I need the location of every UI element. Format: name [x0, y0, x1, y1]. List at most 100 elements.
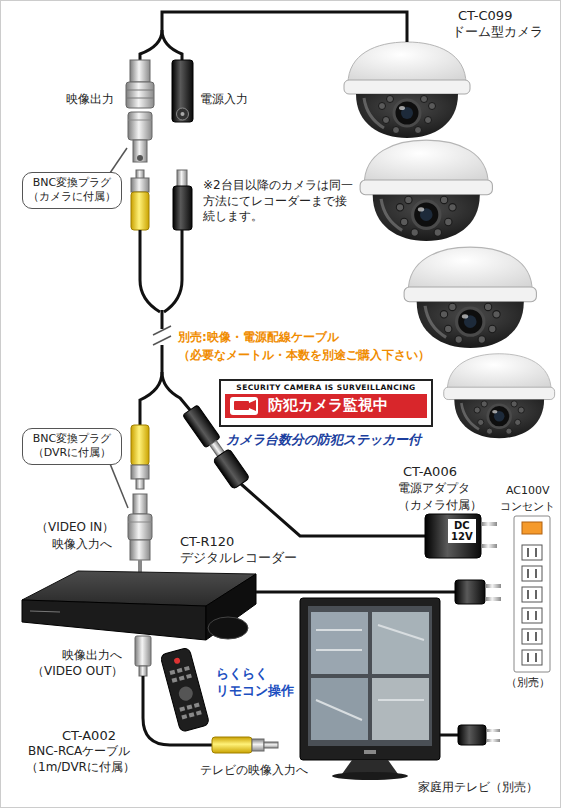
camera-cable [140, 12, 407, 60]
camera-cable [162, 30, 182, 60]
bnc-output-connector [126, 60, 154, 162]
power-input-jack [172, 60, 193, 122]
label-text: CT-A006 [403, 464, 457, 480]
dome-cameras [344, 42, 470, 138]
label-text: （1m/DVRに付属） [26, 760, 135, 775]
bnc-rca-cable [135, 636, 151, 666]
bnc-output-connector [126, 98, 154, 99]
dome-cameras [360, 140, 492, 241]
ac-adapter [481, 522, 497, 526]
label-text: AC100V [506, 484, 550, 498]
television [311, 678, 368, 740]
extension-cable [140, 372, 162, 425]
cable-dc-plug [173, 170, 192, 230]
cable-rca-plug [131, 425, 149, 465]
power-strip [528, 548, 536, 662]
remote-control [169, 670, 175, 675]
ac-adapter [481, 544, 497, 548]
tv-power-cord [458, 725, 486, 745]
dome-cameras [444, 354, 555, 438]
power-strip [522, 650, 542, 665]
remote-control [173, 657, 180, 664]
bnc-output-connector [126, 90, 154, 91]
cable-break-mark [153, 336, 171, 345]
tv-power-cord [486, 729, 500, 732]
label-text: ※2台目以降のカメラは同一方法にてレコーダーまで接続します。 [203, 178, 353, 225]
ac-adapter [425, 514, 481, 558]
bnc-output-connector [128, 120, 152, 121]
bnc-conversion-plug [128, 494, 152, 575]
label-text: 家庭用テレビ（別売） [418, 780, 538, 795]
television [316, 625, 424, 720]
extension-cable [140, 230, 160, 312]
remote-control [194, 703, 200, 708]
remote-control [177, 685, 194, 702]
digital-recorder [22, 600, 206, 640]
label-text: ドーム型カメラ [452, 24, 543, 40]
bnc-output-connector [133, 140, 147, 162]
camera-cable [162, 12, 407, 42]
bnc-output-connector [130, 60, 150, 82]
bnc-rca-cable [264, 742, 278, 748]
remote-control [172, 678, 178, 683]
node-text: DC 12V [451, 520, 473, 542]
digital-recorder [22, 571, 256, 640]
label-text: テレビの映像入力へ [200, 763, 308, 778]
node-text: 防犯カメラ監視中 [268, 395, 430, 415]
extension-cable [140, 230, 190, 425]
label-text: コンセント [500, 500, 555, 514]
bnc-output-connector [126, 82, 154, 108]
television [342, 760, 398, 774]
recorder-power-cord [256, 591, 455, 594]
tv-power-cord [486, 739, 500, 742]
recorder-power-cord [455, 580, 485, 604]
bnc-output-connector [137, 155, 143, 161]
node-text: SECURITY CAMERA IS SURVEILLANCING [222, 383, 430, 393]
label-text: 映像出力 [66, 92, 114, 107]
node-text: BNC変換プラグ（DVRに付属） [27, 432, 117, 461]
remote-control [160, 647, 210, 732]
television [372, 612, 429, 674]
cable-rca-plug [131, 425, 149, 489]
television [364, 750, 376, 754]
callout-bubble: BNC変換プラグ（DVRに付属） [22, 428, 122, 465]
television [308, 606, 432, 746]
tv-power-cord [440, 734, 458, 737]
remote-control [179, 707, 185, 712]
remote-control [177, 668, 183, 673]
bnc-conversion-plug [128, 514, 152, 540]
label-text: CT-A002 [62, 728, 116, 744]
dome-cameras [344, 42, 555, 438]
power-strip [522, 587, 542, 602]
power-input-jack [172, 60, 193, 122]
label-text: 映像入力へ [52, 537, 112, 552]
cable-rca-plug [131, 192, 149, 230]
power-input-jack [177, 108, 189, 120]
bnc-conversion-plug [128, 522, 152, 523]
remote-control [187, 705, 193, 710]
remote-control [184, 666, 190, 671]
label-text: BNC-RCAケーブル [28, 744, 130, 759]
label-text: デジタルレコーダー [180, 550, 297, 566]
power-strip [514, 516, 550, 672]
bnc-rca-cable [252, 739, 264, 751]
label-text: リモコン操作 [216, 683, 294, 699]
bnc-rca-cable [139, 666, 147, 676]
sticker-band: SECURITY CAMERA IS SURVEILLANCING 防犯カメラ監視… [220, 380, 432, 426]
cable-break-mark [153, 326, 171, 335]
label-text: CT-C099 [458, 8, 512, 24]
bnc-output-connector [128, 112, 152, 140]
power-strip [522, 608, 542, 623]
recorder-power-cord [485, 597, 501, 601]
sticker-graphic [230, 397, 258, 415]
power-input-jack [181, 112, 185, 116]
recorder-power-cord [485, 584, 501, 588]
power-strip [514, 516, 550, 672]
cable-rca-plug [131, 170, 149, 230]
label-text: CT-R120 [180, 534, 234, 550]
camera-cable [140, 30, 162, 60]
television [311, 612, 368, 674]
cable-dc-plug [177, 170, 187, 187]
ac-adapter [425, 514, 497, 558]
remote-control [186, 674, 192, 679]
